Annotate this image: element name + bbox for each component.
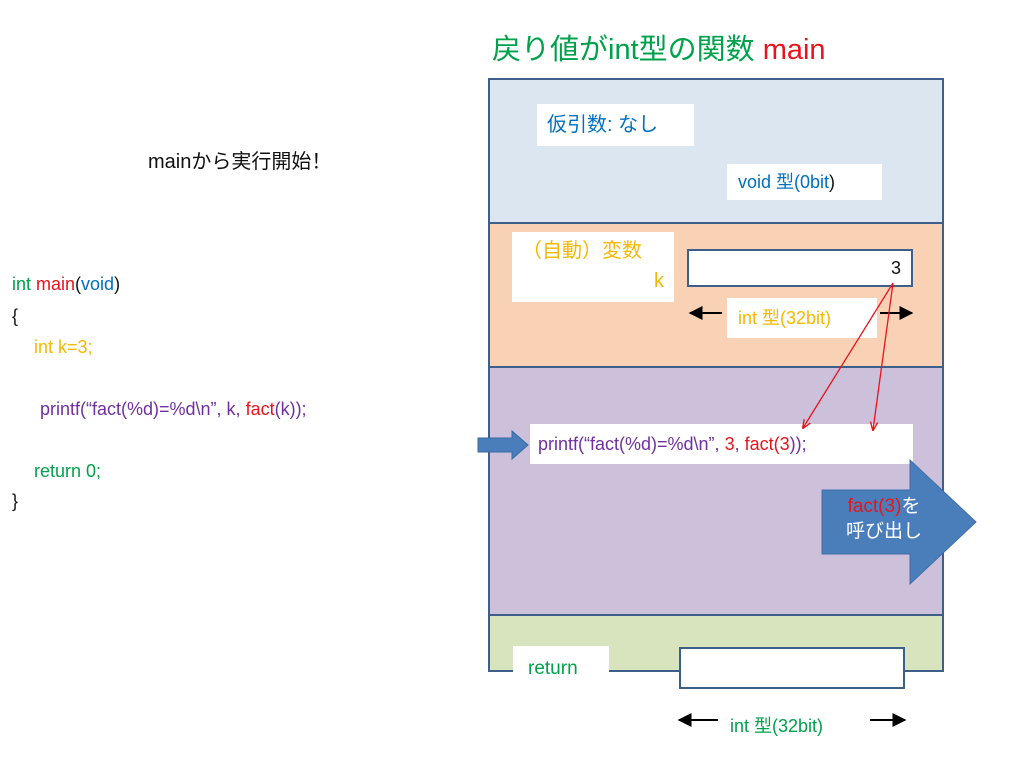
call-arrow-line2: 呼び出し [845,521,922,542]
stmt-fact-arg: 3 [779,434,790,454]
substitution-arrow-arg [803,282,894,428]
stmt-fact-call: fact( [744,434,780,454]
locals-label-kind: （自動）変数 [522,240,642,262]
locals-type-label: int 型(32bit) [727,298,877,338]
execution-pointer-arrow [477,429,529,461]
variable-k-cell: 3 [687,249,913,287]
code-line-declaration: int k=3; [34,337,93,357]
return-type-label: int 型(32bit) [730,716,824,736]
diagram-title: 戻り値がint型の関数 main [492,32,826,68]
code-paren-close: ) [114,274,121,294]
call-arrow-shape [821,458,977,586]
stmt-sep: , [734,434,745,454]
return-label: return [513,646,609,692]
stmt-arg-value: 3 [724,434,735,454]
stmt-printf-prefix: printf(“fact(%d)=%d\n”, [538,434,725,454]
code-line-signature: int main(void) [12,273,120,295]
title-prefix: 戻り値がint型の関数 [492,34,763,66]
code-printf-prefix: printf(“fact(%d)=%d\n”, k, [40,399,246,419]
code-param-void: void [81,274,115,294]
code-paren-open: ( [75,274,82,294]
code-open-brace: { [12,306,19,326]
locals-label-box: （自動）変数 k [512,232,674,302]
substitution-arrow-fact-arg [873,282,894,430]
title-function-name: main [762,34,826,66]
call-arrow-line1: fact(3)を [828,494,940,519]
params-label: 仮引数: なし [537,104,694,146]
params-type-label: void 型(0bit) [727,164,882,200]
code-function-name: main [36,274,76,294]
code-line-printf: printf(“fact(%d)=%d\n”, k, fact(k)); [40,398,307,420]
call-arrow-fact: fact(3) [847,496,902,517]
body-statement: printf(“fact(%d)=%d\n”, 3, fact(3)); [530,424,913,464]
code-fact-call: fact [245,399,275,419]
start-note: mainから実行開始！ [148,151,332,173]
code-printf-suffix: (k)); [274,399,307,419]
stmt-suffix: )); [789,434,807,454]
code-return-type: int [12,274,32,294]
return-value-cell [679,647,905,689]
params-type-text: void 型(0bit [738,172,830,192]
call-arrow-particle: を [901,496,921,517]
call-arrow-text: fact(3)を 呼び出し [828,494,940,544]
code-close-brace: } [12,491,19,511]
params-type-close: ) [829,172,836,192]
code-line-return: return 0; [34,461,102,481]
locals-label-name: k [654,270,664,292]
